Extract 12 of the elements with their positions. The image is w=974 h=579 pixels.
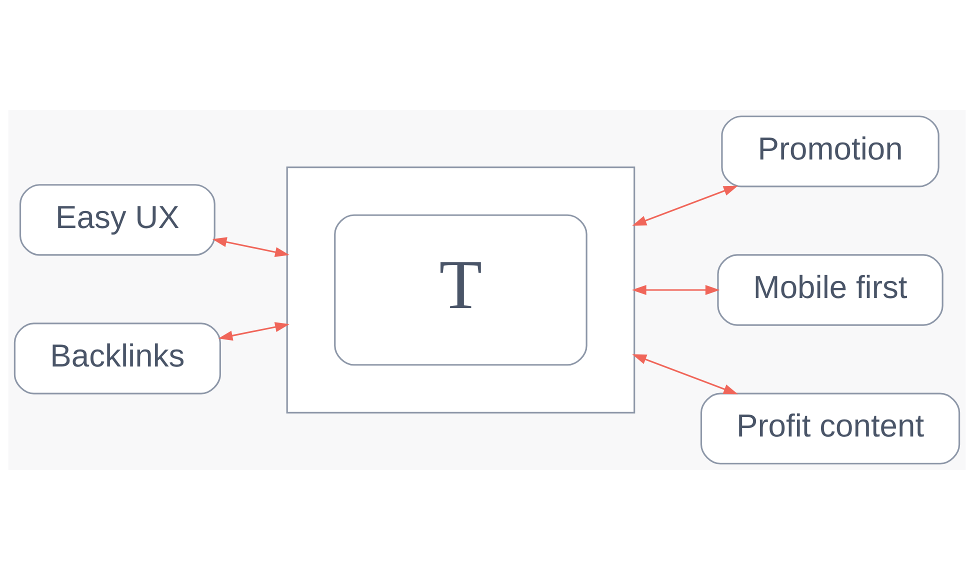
cluster bbox=[286, 166, 636, 413]
arrow bbox=[632, 354, 738, 394]
arrow bbox=[212, 236, 290, 257]
node-box: Profit content bbox=[700, 392, 960, 464]
arrow bbox=[218, 322, 290, 340]
node-box: T bbox=[334, 214, 588, 366]
node-box: Promotion bbox=[721, 115, 940, 187]
arrow bbox=[632, 185, 738, 226]
node-box: Backlinks bbox=[14, 322, 221, 394]
node-box: Mobile first bbox=[717, 254, 944, 326]
node-box: Easy UX bbox=[19, 184, 216, 256]
arrow bbox=[632, 284, 720, 295]
